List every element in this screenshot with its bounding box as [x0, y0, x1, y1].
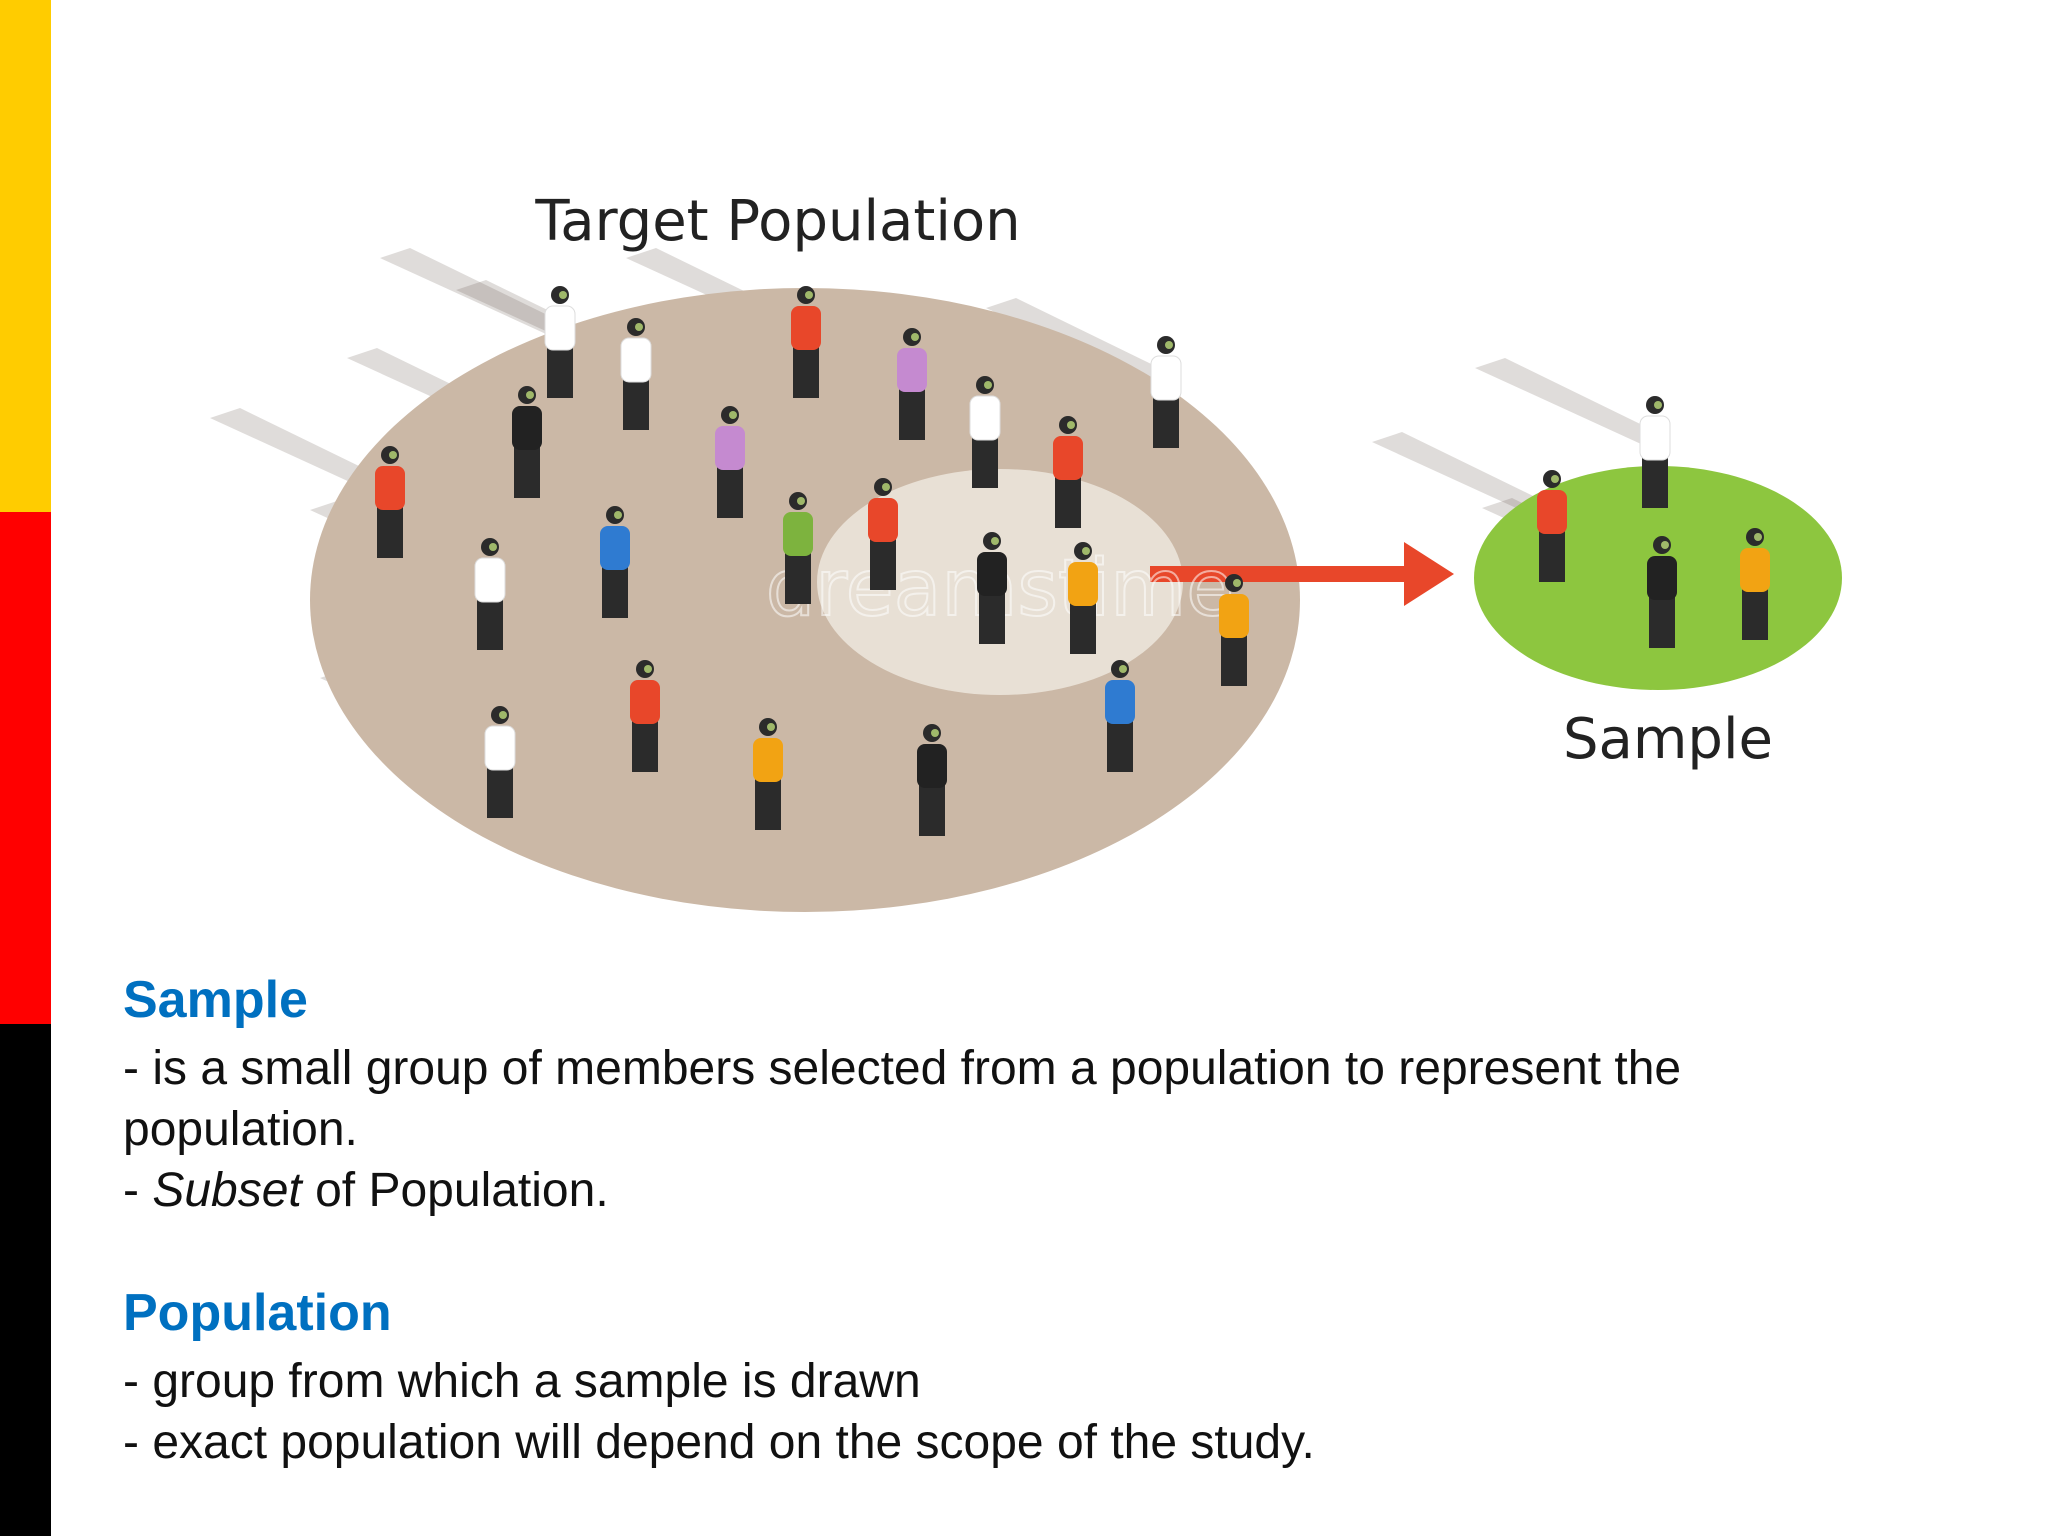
sample-definition-line-1: - is a small group of members selected f… [123, 1042, 1682, 1095]
sample-definition-line-3: - Subset of Population. [123, 1163, 609, 1218]
person-figure [791, 286, 821, 398]
person-figure [1647, 536, 1677, 648]
person-figure [969, 376, 1001, 488]
person-figure [1053, 416, 1083, 528]
sample-definition-line-2: population. [123, 1103, 358, 1156]
person-figure [868, 478, 898, 590]
person-figure [715, 406, 745, 518]
person-figure [897, 328, 927, 440]
sample-label: Sample [1563, 707, 1773, 772]
subset-term: Subset [152, 1164, 302, 1217]
person-figure [1219, 574, 1249, 686]
subset-prefix: - [123, 1164, 153, 1217]
person-figure [630, 660, 660, 772]
person-figure [1740, 528, 1770, 640]
side-band-red [0, 512, 51, 1024]
person-figure [1639, 396, 1671, 508]
person-figure [917, 724, 947, 836]
target-population-label: Target Population [534, 189, 1020, 254]
subset-suffix: of Population. [301, 1164, 609, 1217]
side-band-yellow [0, 0, 51, 512]
person-figure [783, 492, 813, 604]
person-figure [375, 446, 405, 558]
person-figure [753, 718, 783, 830]
population-sample-illustration: dreamstime Target Population Sample [210, 189, 1842, 912]
person-figure [544, 286, 576, 398]
person-figure [977, 532, 1007, 644]
person-figure [1150, 336, 1182, 448]
population-definition-line-2: - exact population will depend on the sc… [123, 1416, 1315, 1469]
population-definition-line-1: - group from which a sample is drawn [123, 1355, 921, 1408]
people-figures [375, 286, 1770, 836]
population-heading: Population [123, 1284, 392, 1342]
person-figure [1537, 470, 1567, 582]
person-figure [484, 706, 516, 818]
person-figure [1068, 542, 1098, 654]
person-figure [512, 386, 542, 498]
sample-heading: Sample [123, 971, 308, 1029]
person-figure [474, 538, 506, 650]
person-figure [620, 318, 652, 430]
person-figure [600, 506, 630, 618]
person-figure [1105, 660, 1135, 772]
side-band-black [0, 1024, 51, 1536]
arrow-right-icon [1150, 542, 1454, 606]
